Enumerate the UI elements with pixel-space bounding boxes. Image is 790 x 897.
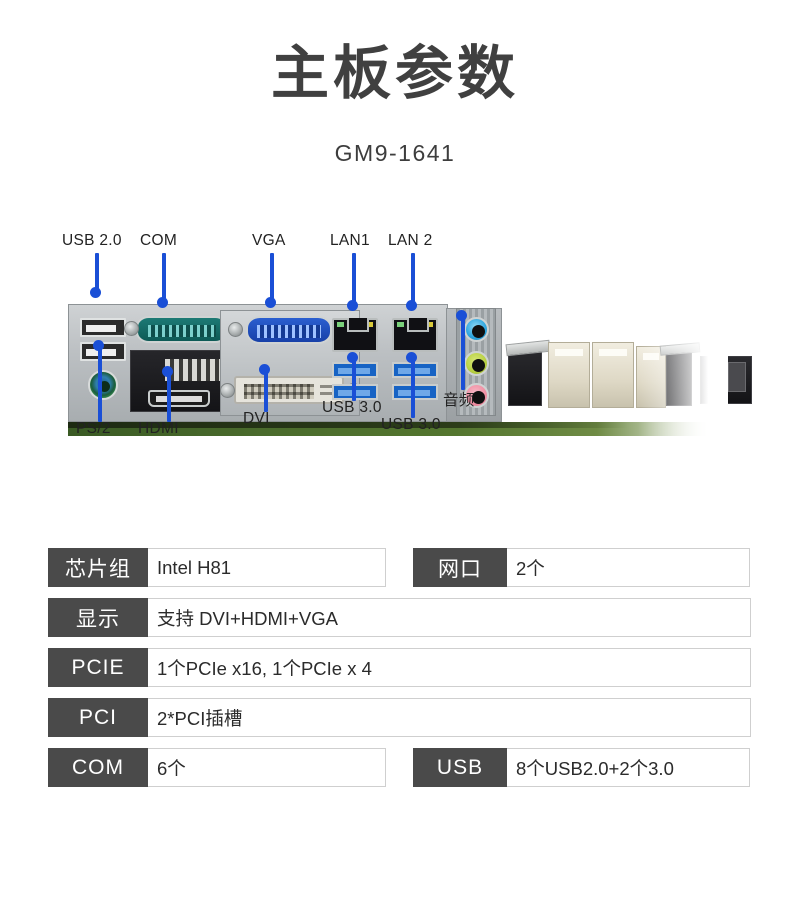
vga-port (246, 316, 332, 344)
callout-label: USB 3.0 (381, 416, 441, 433)
callout-label: DVI (243, 410, 270, 427)
memory-slot-2 (592, 342, 634, 408)
spec-row-value: Intel H81 (148, 548, 386, 587)
dvi-port (234, 376, 344, 404)
pcb-edge (68, 422, 628, 428)
callout-leader-line (162, 253, 166, 300)
callout-label: COM (140, 232, 178, 249)
spec-row-label: 芯片组 (48, 548, 148, 587)
ps2-port (88, 370, 118, 400)
spec-row-value: 2*PCI插槽 (148, 698, 751, 737)
callout-leader-line (411, 356, 415, 418)
board-connector-1 (508, 348, 542, 406)
callout-leader-line (264, 368, 268, 412)
usb2-port-top (80, 318, 126, 337)
board-connector-4 (728, 362, 746, 392)
callout-leader-line (95, 253, 99, 290)
screw-icon (220, 383, 235, 398)
callout-label: LAN1 (330, 232, 370, 249)
callout-dot (347, 352, 358, 363)
screw-icon (124, 321, 139, 336)
callout-label: 音频 (443, 392, 475, 409)
callout-leader-line (98, 344, 102, 422)
com-serial-port (136, 316, 228, 343)
spec-row-label: 网口 (413, 548, 507, 587)
callout-label: PS/2 (76, 420, 111, 437)
callout-leader-line (352, 356, 356, 401)
hdmi-port (148, 390, 210, 407)
motherboard-photo (68, 304, 752, 436)
spec-row-label: PCIE (48, 648, 148, 687)
audio-jack-line-in (464, 317, 489, 342)
callout-dot (157, 297, 168, 308)
spec-row-label: USB (413, 748, 507, 787)
screw-icon (228, 322, 243, 337)
callout-dot (347, 300, 358, 311)
audio-jack-mic (464, 383, 489, 408)
spec-row-label: COM (48, 748, 148, 787)
io-panel-diagram: USB 2.0 COM VGA LAN1 LAN 2 PS/2 HDMI DVI USB 3.0… (0, 232, 790, 494)
spec-row-value: 6个 (148, 748, 386, 787)
callout-dot (406, 300, 417, 311)
callout-dot (406, 352, 417, 363)
spec-row-label: PCI (48, 698, 148, 737)
callout-leader-line (411, 253, 415, 303)
callout-label: VGA (252, 232, 286, 249)
callout-dot (259, 364, 270, 375)
callout-label: HDMI (138, 420, 179, 437)
callout-label: USB 3.0 (322, 399, 382, 416)
callout-dot (456, 310, 467, 321)
spec-row-value: 1个PCIe x16, 1个PCIe x 4 (148, 648, 751, 687)
spec-row-value: 2个 (507, 548, 750, 587)
callout-leader-line (270, 253, 274, 300)
usb3-port-2a (392, 362, 438, 378)
callout-dot (93, 340, 104, 351)
callout-leader-line (461, 314, 465, 390)
spec-row-value: 8个USB2.0+2个3.0 (507, 748, 750, 787)
board-heatsink-1 (505, 339, 551, 357)
callout-label: USB 2.0 (62, 232, 122, 249)
audio-jack-line-out (464, 351, 489, 376)
photo-fade-edge (638, 304, 728, 436)
callout-label: LAN 2 (388, 232, 433, 249)
memory-slot-1 (548, 342, 590, 408)
callout-dot (265, 297, 276, 308)
page-title: 主板参数 (270, 41, 519, 106)
callout-leader-line (352, 253, 356, 303)
spec-row-value: 支持 DVI+HDMI+VGA (148, 598, 751, 637)
lan-port-2 (392, 318, 438, 352)
callout-dot (162, 366, 173, 377)
usb3-port-2b (392, 384, 438, 400)
callout-dot (90, 287, 101, 298)
spec-row: 显示支持 DVI+HDMI+VGA (48, 598, 751, 637)
model-number: GM9-1641 (334, 140, 456, 166)
spec-row-label: 显示 (48, 598, 148, 637)
callout-leader-line (167, 370, 171, 422)
lan-port-1 (332, 318, 378, 352)
